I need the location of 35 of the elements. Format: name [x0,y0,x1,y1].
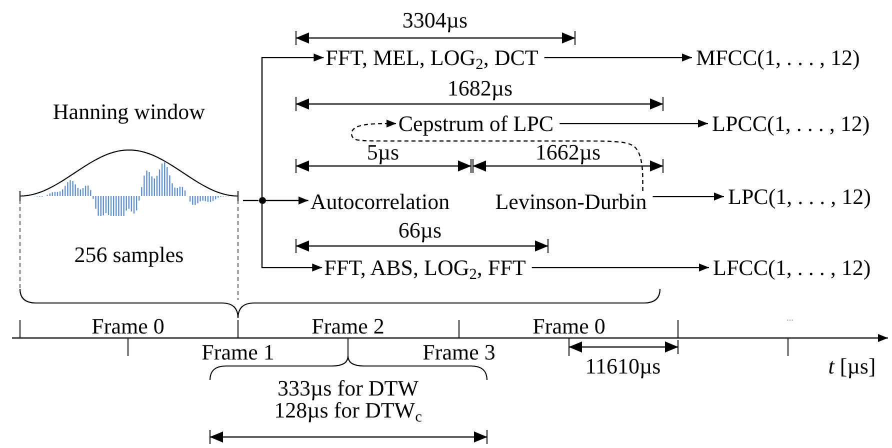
duration-label: 5µs [366,140,400,164]
process-step: Levinson-Durbin [495,190,647,214]
process-step: FFT, MEL, LOG$_{2}$, DCT [326,46,538,70]
feature-output: LFCC(1, . . . , 12) [713,256,871,280]
duration-label: 11610µs [585,354,661,378]
window-caption: 256 samples [74,242,184,266]
frame-label: Frame 0 [532,314,606,338]
ellipsis-mark: ... [786,313,794,323]
frame-label: Frame 2 [312,314,384,338]
arrow [532,264,709,272]
axis-label: t [µs] [828,354,876,378]
arrow [261,204,322,272]
arrow [266,196,308,204]
arrow [544,54,692,62]
duration-label: 66µs [398,218,442,242]
duration-label: 1662µs [535,140,601,164]
frame-label: Frame 0 [92,314,164,338]
feature-output: MFCC(1, . . . , 12) [696,46,860,70]
arrow [652,192,724,201]
feature-output: LPC(1, . . . , 12) [728,185,871,208]
duration-label: 1682µs [447,76,513,100]
process-step: Autocorrelation [310,190,450,214]
connector-line [243,200,258,202]
arrow [560,120,708,128]
duration-label: 333µs for DTW [278,376,418,400]
duration-label: 3304µs [402,8,468,32]
arrow [261,54,324,197]
process-step: FFT, ABS, LOG$_{2}$, FFT [324,256,526,280]
frame-label: Frame 1 [202,340,274,364]
process-step: Cepstrum of LPC [398,112,554,136]
frame-label: Frame 3 [422,340,496,364]
junction-dot [258,197,266,204]
feature-output: LPCC(1, . . . , 12) [712,112,870,136]
arrow [350,120,644,191]
window-caption: Hanning window [52,100,206,124]
